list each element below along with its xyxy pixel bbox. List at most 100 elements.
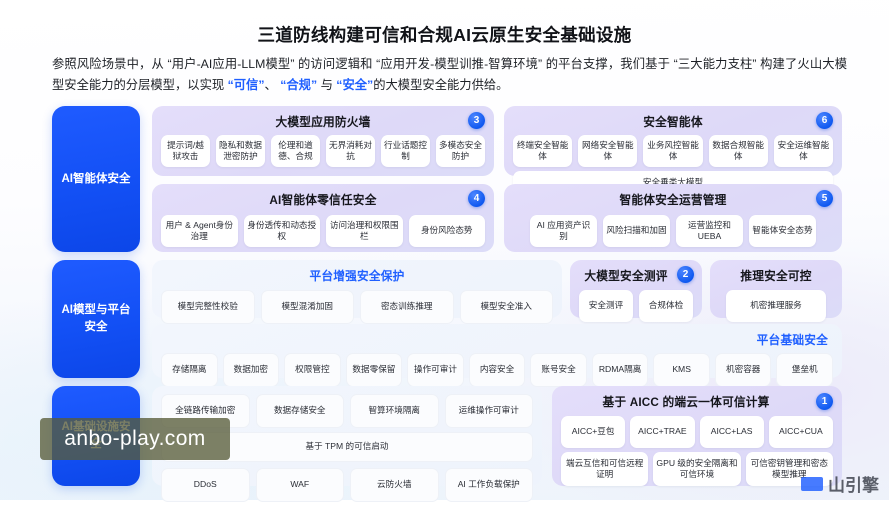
tag-item[interactable]: 多模态安全防护: [436, 135, 485, 167]
tag-item[interactable]: 行业话题控制: [381, 135, 430, 167]
subtitle-highlight-hegui: “合规”: [280, 78, 318, 92]
tag-item[interactable]: 安全测评: [579, 290, 633, 322]
panel-platform-base-security[interactable]: 平台基础安全 存储隔离 数据加密 权限管控 数据零保留 操作可审计 内容安全 账…: [152, 324, 842, 387]
tag-item[interactable]: 模型完整性校验: [161, 290, 255, 324]
tag-item[interactable]: 智能体安全态势: [749, 215, 816, 247]
tag-item[interactable]: 安全运维智能体: [773, 135, 834, 167]
tag-item[interactable]: KMS: [653, 353, 710, 387]
panel-agent-security-operations[interactable]: 智能体安全运营管理 5 AI 应用资产识别 风险扫描和加固 运营监控和 UEBA…: [504, 184, 842, 252]
tag-item[interactable]: 账号安全: [530, 353, 587, 387]
panel-platform-enhanced-protection[interactable]: 平台增强安全保护 模型完整性校验 模型混淆加固 密态训练推理 模型安全准入: [152, 260, 562, 324]
tag-list-row3: DDoS WAF 云防火墙 AI 工作负载保护: [152, 468, 542, 508]
tag-item[interactable]: 运营监控和 UEBA: [676, 215, 743, 247]
panel-title: 平台基础安全: [756, 334, 828, 347]
brand-logo-text: 山引擎: [828, 476, 879, 495]
tag-item[interactable]: 用户 & Agent身份治理: [161, 215, 238, 247]
tag-item[interactable]: 堡垒机: [776, 353, 834, 387]
tag-item[interactable]: 模型混淆加固: [260, 290, 354, 324]
tag-item[interactable]: AICC+豆包: [561, 416, 626, 448]
tag-item[interactable]: 终端安全智能体: [513, 135, 573, 167]
tag-item[interactable]: 数据存储安全: [255, 394, 344, 428]
panel-security-agent[interactable]: 安全智能体 6 终端安全智能体 网络安全智能体 业务风控智能体 数据合规智能体 …: [504, 106, 842, 195]
tag-item[interactable]: AI 应用资产识别: [530, 215, 597, 247]
badge-3: 3: [468, 112, 485, 129]
subtitle-part2: 的大模型安全能力供给。: [373, 78, 509, 92]
panel-infrastructure-security[interactable]: 全链路传输加密 数据存储安全 智算环境隔离 运维操作可审计 基于 TPM 的可信…: [152, 386, 542, 502]
panel-title: 基于 AICC 的端云一体可信计算: [602, 396, 770, 409]
tag-item[interactable]: 智算环境隔离: [350, 394, 439, 428]
architecture-diagram: AI智能体安全 AI模型与平台安全 AI基础设施安全 大模型应用防火墙 3 提示…: [52, 104, 842, 502]
badge-6: 6: [816, 112, 833, 129]
subtitle-highlight-kexin: “可信”: [227, 78, 265, 92]
tag-item[interactable]: 密态训练推理: [360, 290, 454, 324]
panel-title: 安全智能体: [643, 116, 703, 129]
panel-title: 平台增强安全保护: [309, 270, 405, 283]
pillar-1-label: AI智能体安全: [61, 172, 131, 185]
tag-list: 终端安全智能体 网络安全智能体 业务风控智能体 数据合规智能体 安全运维智能体: [504, 130, 842, 171]
tag-item[interactable]: 隐私和数据泄密防护: [216, 135, 265, 167]
tag-item[interactable]: 运维操作可审计: [444, 394, 533, 428]
tag-item[interactable]: 权限管控: [284, 353, 341, 387]
tag-item[interactable]: RDMA隔离: [591, 353, 649, 387]
tag-item[interactable]: 机密推理服务: [726, 290, 826, 322]
pillar-2-label: AI模型与平台安全: [61, 304, 131, 333]
subtitle-highlight-anquan: “安全”: [336, 78, 374, 92]
page-title: 三道防线构建可信和合规AI云原生安全基础设施: [257, 25, 632, 45]
panel-title: 大模型安全测评: [584, 270, 668, 283]
pillar-ai-agent-security[interactable]: AI智能体安全: [52, 106, 140, 252]
tag-item[interactable]: 端云互信和可信远程证明: [561, 452, 649, 486]
tag-list: 模型完整性校验 模型混淆加固 密态训练推理 模型安全准入: [152, 284, 562, 332]
tag-item[interactable]: 操作可审计: [407, 353, 464, 387]
tag-item[interactable]: DDoS: [161, 468, 250, 502]
panel-agent-zero-trust[interactable]: AI智能体零信任安全 4 用户 & Agent身份治理 身份透传和动态授权 访问…: [152, 184, 494, 252]
tag-item[interactable]: 风险扫描和加固: [603, 215, 670, 247]
watermark-overlay: anbo-play.com: [40, 418, 230, 460]
tag-item[interactable]: 机密容器: [714, 353, 772, 387]
tag-item[interactable]: 无界消耗对抗: [326, 135, 375, 167]
tag-item[interactable]: 数据零保留: [345, 353, 403, 387]
tag-item[interactable]: 身份风险态势: [408, 215, 485, 247]
tag-item[interactable]: AICC+TRAE: [630, 416, 695, 448]
tag-list: 机密推理服务: [710, 284, 842, 330]
subtitle-sep2: 与: [320, 78, 333, 92]
tag-item[interactable]: 存储隔离: [161, 353, 218, 387]
panel-inference-security[interactable]: 推理安全可控 机密推理服务: [710, 260, 842, 322]
tag-item[interactable]: 伦理和道德、合规: [271, 135, 320, 167]
panel-aicc-trusted-computing[interactable]: 基于 AICC 的端云一体可信计算 1 AICC+豆包 AICC+TRAE AI…: [552, 386, 842, 486]
tag-item[interactable]: WAF: [255, 468, 344, 502]
badge-4: 4: [468, 190, 485, 207]
tag-item[interactable]: 数据合规智能体: [708, 135, 768, 167]
panel-llm-app-firewall[interactable]: 大模型应用防火墙 3 提示词/越狱攻击 隐私和数据泄密防护 伦理和道德、合规 无…: [152, 106, 494, 176]
tag-item[interactable]: 业务风控智能体: [643, 135, 703, 167]
tag-item[interactable]: AI 工作负载保护: [444, 468, 533, 502]
tag-item[interactable]: 内容安全: [468, 353, 526, 387]
panel-title: 大模型应用防火墙: [275, 116, 371, 129]
badge-2: 2: [677, 266, 694, 283]
tag-item[interactable]: AICC+LAS: [699, 416, 764, 448]
tag-item[interactable]: 身份透传和动态授权: [243, 215, 320, 247]
tag-item[interactable]: 提示词/越狱攻击: [161, 135, 210, 167]
panel-model-security-evaluation[interactable]: 大模型安全测评 2 安全测评 合规体检: [570, 260, 702, 322]
badge-1: 1: [816, 393, 833, 410]
subtitle-part1: 参照风险场景中，从 “用户-AI应用-LLM模型” 的访问逻辑和 “应用开发-模…: [52, 57, 847, 92]
tag-list: 安全测评 合规体检: [570, 284, 702, 330]
tag-list-row1: AICC+豆包 AICC+TRAE AICC+LAS AICC+CUA: [552, 410, 842, 452]
tag-list: 用户 & Agent身份治理 身份透传和动态授权 访问治理和权限围栏 身份风险态…: [152, 208, 494, 255]
tag-item[interactable]: 访问治理和权限围栏: [326, 215, 403, 247]
tag-item[interactable]: 可信密钥管理和密态模型推理: [745, 452, 833, 486]
pillar-ai-model-platform-security[interactable]: AI模型与平台安全: [52, 260, 140, 378]
tag-item[interactable]: 数据加密: [222, 353, 280, 387]
tag-item[interactable]: 云防火墙: [350, 468, 439, 502]
badge-5: 5: [816, 190, 833, 207]
tag-item[interactable]: GPU 级的安全隔离和可信环境: [653, 452, 741, 486]
tag-item[interactable]: 模型安全准入: [459, 290, 553, 324]
panel-title: AI智能体零信任安全: [269, 194, 377, 207]
tag-item[interactable]: AICC+CUA: [768, 416, 833, 448]
tag-item[interactable]: 合规体检: [639, 290, 693, 322]
tag-item[interactable]: 网络安全智能体: [578, 135, 638, 167]
tag-list: 提示词/越狱攻击 隐私和数据泄密防护 伦理和道德、合规 无界消耗对抗 行业话题控…: [152, 130, 494, 175]
tag-list: AI 应用资产识别 风险扫描和加固 运营监控和 UEBA 智能体安全态势: [504, 208, 842, 255]
tag-list: 存储隔离 数据加密 权限管控 数据零保留 操作可审计 内容安全 账号安全 RDM…: [152, 348, 842, 395]
page-subtitle: 参照风险场景中，从 “用户-AI应用-LLM模型” 的访问逻辑和 “应用开发-模…: [52, 54, 847, 96]
